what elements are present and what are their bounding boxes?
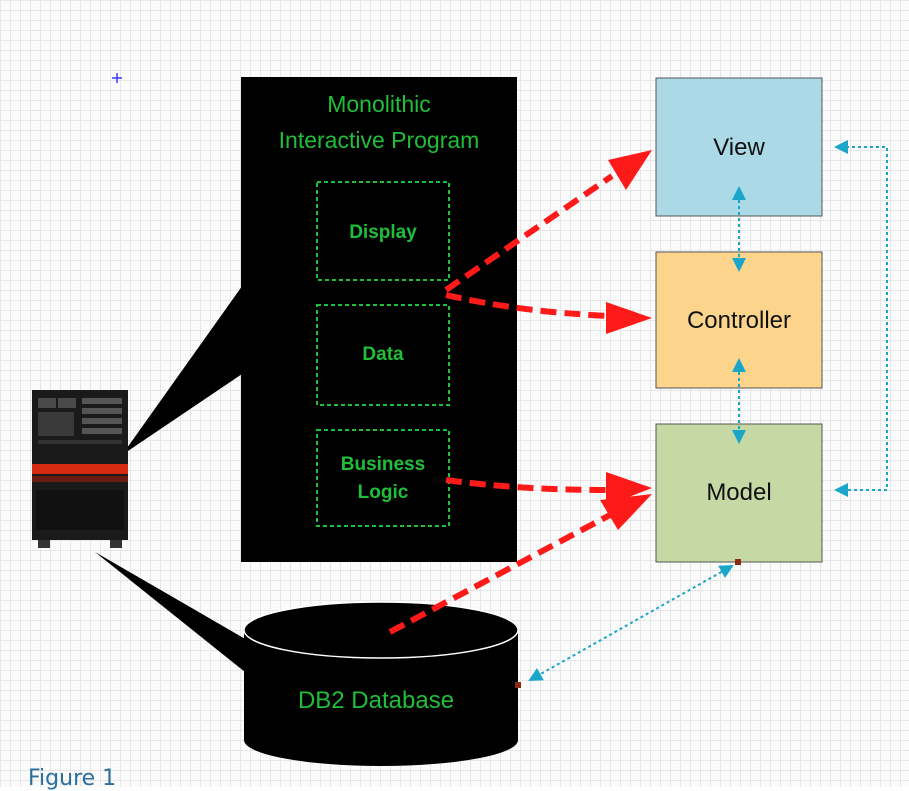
display-section-label: Display [349, 222, 417, 243]
model-database-arrow [528, 565, 734, 681]
database-to-model-arrowhead [600, 494, 652, 530]
controller-label: Controller [687, 307, 791, 334]
data-to-controller-arrowhead [606, 302, 652, 334]
business-logic-label-line2: Logic [358, 482, 409, 503]
display-section [316, 181, 450, 281]
server-to-database-connector [95, 552, 247, 672]
cyan-arrows [515, 140, 888, 688]
cursor-cross-icon [112, 73, 122, 83]
data-to-controller-arrow [445, 292, 611, 319]
data-section-label: Data [362, 344, 404, 365]
program-title-line1: Monolithic [327, 91, 431, 117]
figure-caption: Figure 1 [28, 766, 117, 791]
program-title-line2: Interactive Program [279, 127, 480, 153]
business-logic-section [316, 429, 450, 527]
model-label: Model [706, 479, 771, 506]
server-to-program-connector [122, 282, 245, 455]
db2-database-cylinder [243, 601, 519, 766]
business-logic-label-line1: Business [341, 454, 425, 475]
display-to-view-arrow [444, 173, 614, 293]
server-icon [32, 390, 128, 548]
logic-to-model-arrowhead [606, 472, 652, 506]
display-to-view-arrowhead [608, 150, 652, 190]
model-box [655, 423, 823, 563]
database-label: DB2 Database [298, 687, 454, 714]
database-to-model-arrow [388, 512, 612, 635]
view-label: View [713, 134, 765, 161]
data-section [316, 304, 450, 406]
logic-to-model-arrow [445, 477, 607, 493]
model-view-loop-arrow [834, 140, 888, 497]
red-arrows [388, 150, 652, 635]
